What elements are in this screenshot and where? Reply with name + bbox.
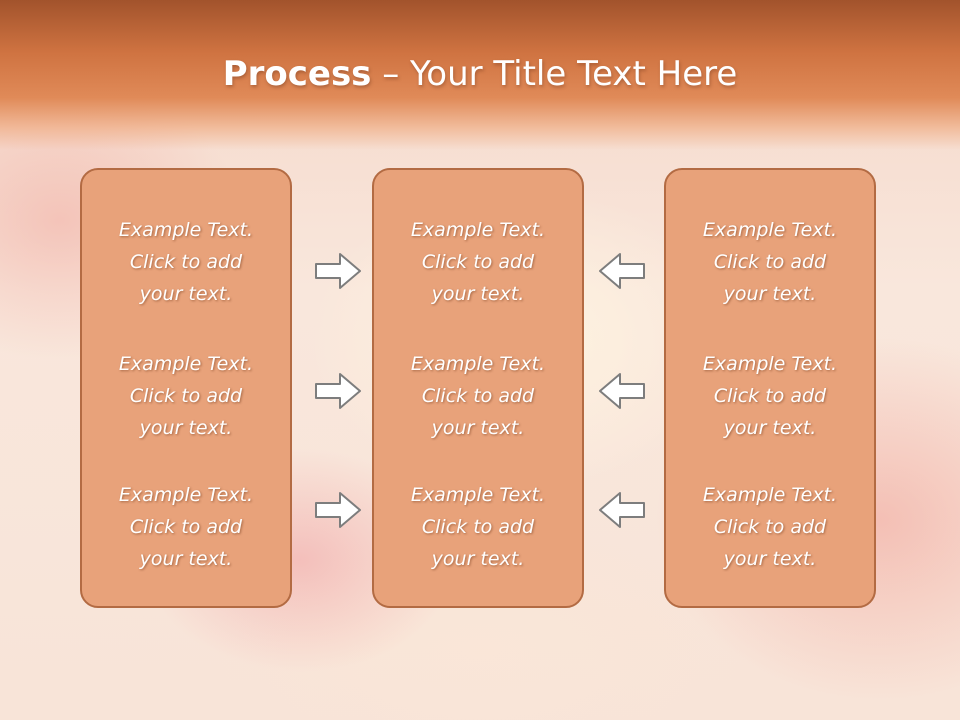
arrow-left-icon (599, 373, 645, 409)
text-line: Example Text. (410, 353, 546, 375)
text-line: Click to add (713, 385, 827, 407)
text-block[interactable]: Example Text. Click to add your text. (82, 479, 290, 575)
text-line: Example Text. (410, 484, 546, 506)
text-panel-left[interactable]: Example Text. Click to add your text. Ex… (80, 168, 292, 608)
text-line: your text. (723, 283, 817, 305)
text-line: Example Text. (118, 353, 254, 375)
text-block[interactable]: Example Text. Click to add your text. (374, 479, 582, 575)
text-line: Example Text. (702, 353, 838, 375)
text-line: your text. (431, 417, 525, 439)
text-block[interactable]: Example Text. Click to add your text. (666, 214, 874, 310)
text-line: Click to add (129, 251, 243, 273)
title-banner (0, 0, 960, 150)
text-panel-right[interactable]: Example Text. Click to add your text. Ex… (664, 168, 876, 608)
arrow-right-icon (315, 253, 361, 289)
text-block[interactable]: Example Text. Click to add your text. (82, 348, 290, 444)
text-line: Example Text. (702, 219, 838, 241)
text-line: your text. (139, 548, 233, 570)
text-line: Example Text. (118, 484, 254, 506)
text-line: your text. (431, 548, 525, 570)
text-line: Click to add (421, 516, 535, 538)
text-line: Click to add (713, 516, 827, 538)
text-block[interactable]: Example Text. Click to add your text. (374, 348, 582, 444)
text-block[interactable]: Example Text. Click to add your text. (374, 214, 582, 310)
arrow-left-icon (599, 492, 645, 528)
arrow-right-icon (315, 373, 361, 409)
text-line: Click to add (421, 251, 535, 273)
text-line: Click to add (129, 385, 243, 407)
text-line: your text. (431, 283, 525, 305)
title-rest: – Your Title Text Here (371, 54, 738, 94)
text-block[interactable]: Example Text. Click to add your text. (666, 348, 874, 444)
text-line: Example Text. (410, 219, 546, 241)
text-line: your text. (139, 417, 233, 439)
text-line: your text. (139, 283, 233, 305)
text-line: Click to add (713, 251, 827, 273)
slide-title[interactable]: Process – Your Title Text Here (0, 52, 960, 96)
text-block[interactable]: Example Text. Click to add your text. (666, 479, 874, 575)
text-block[interactable]: Example Text. Click to add your text. (82, 214, 290, 310)
arrow-right-icon (315, 492, 361, 528)
text-line: Click to add (421, 385, 535, 407)
text-line: your text. (723, 548, 817, 570)
text-panel-center[interactable]: Example Text. Click to add your text. Ex… (372, 168, 584, 608)
text-line: Example Text. (702, 484, 838, 506)
arrow-left-icon (599, 253, 645, 289)
text-line: your text. (723, 417, 817, 439)
text-line: Example Text. (118, 219, 254, 241)
title-bold: Process (222, 54, 372, 94)
text-line: Click to add (129, 516, 243, 538)
